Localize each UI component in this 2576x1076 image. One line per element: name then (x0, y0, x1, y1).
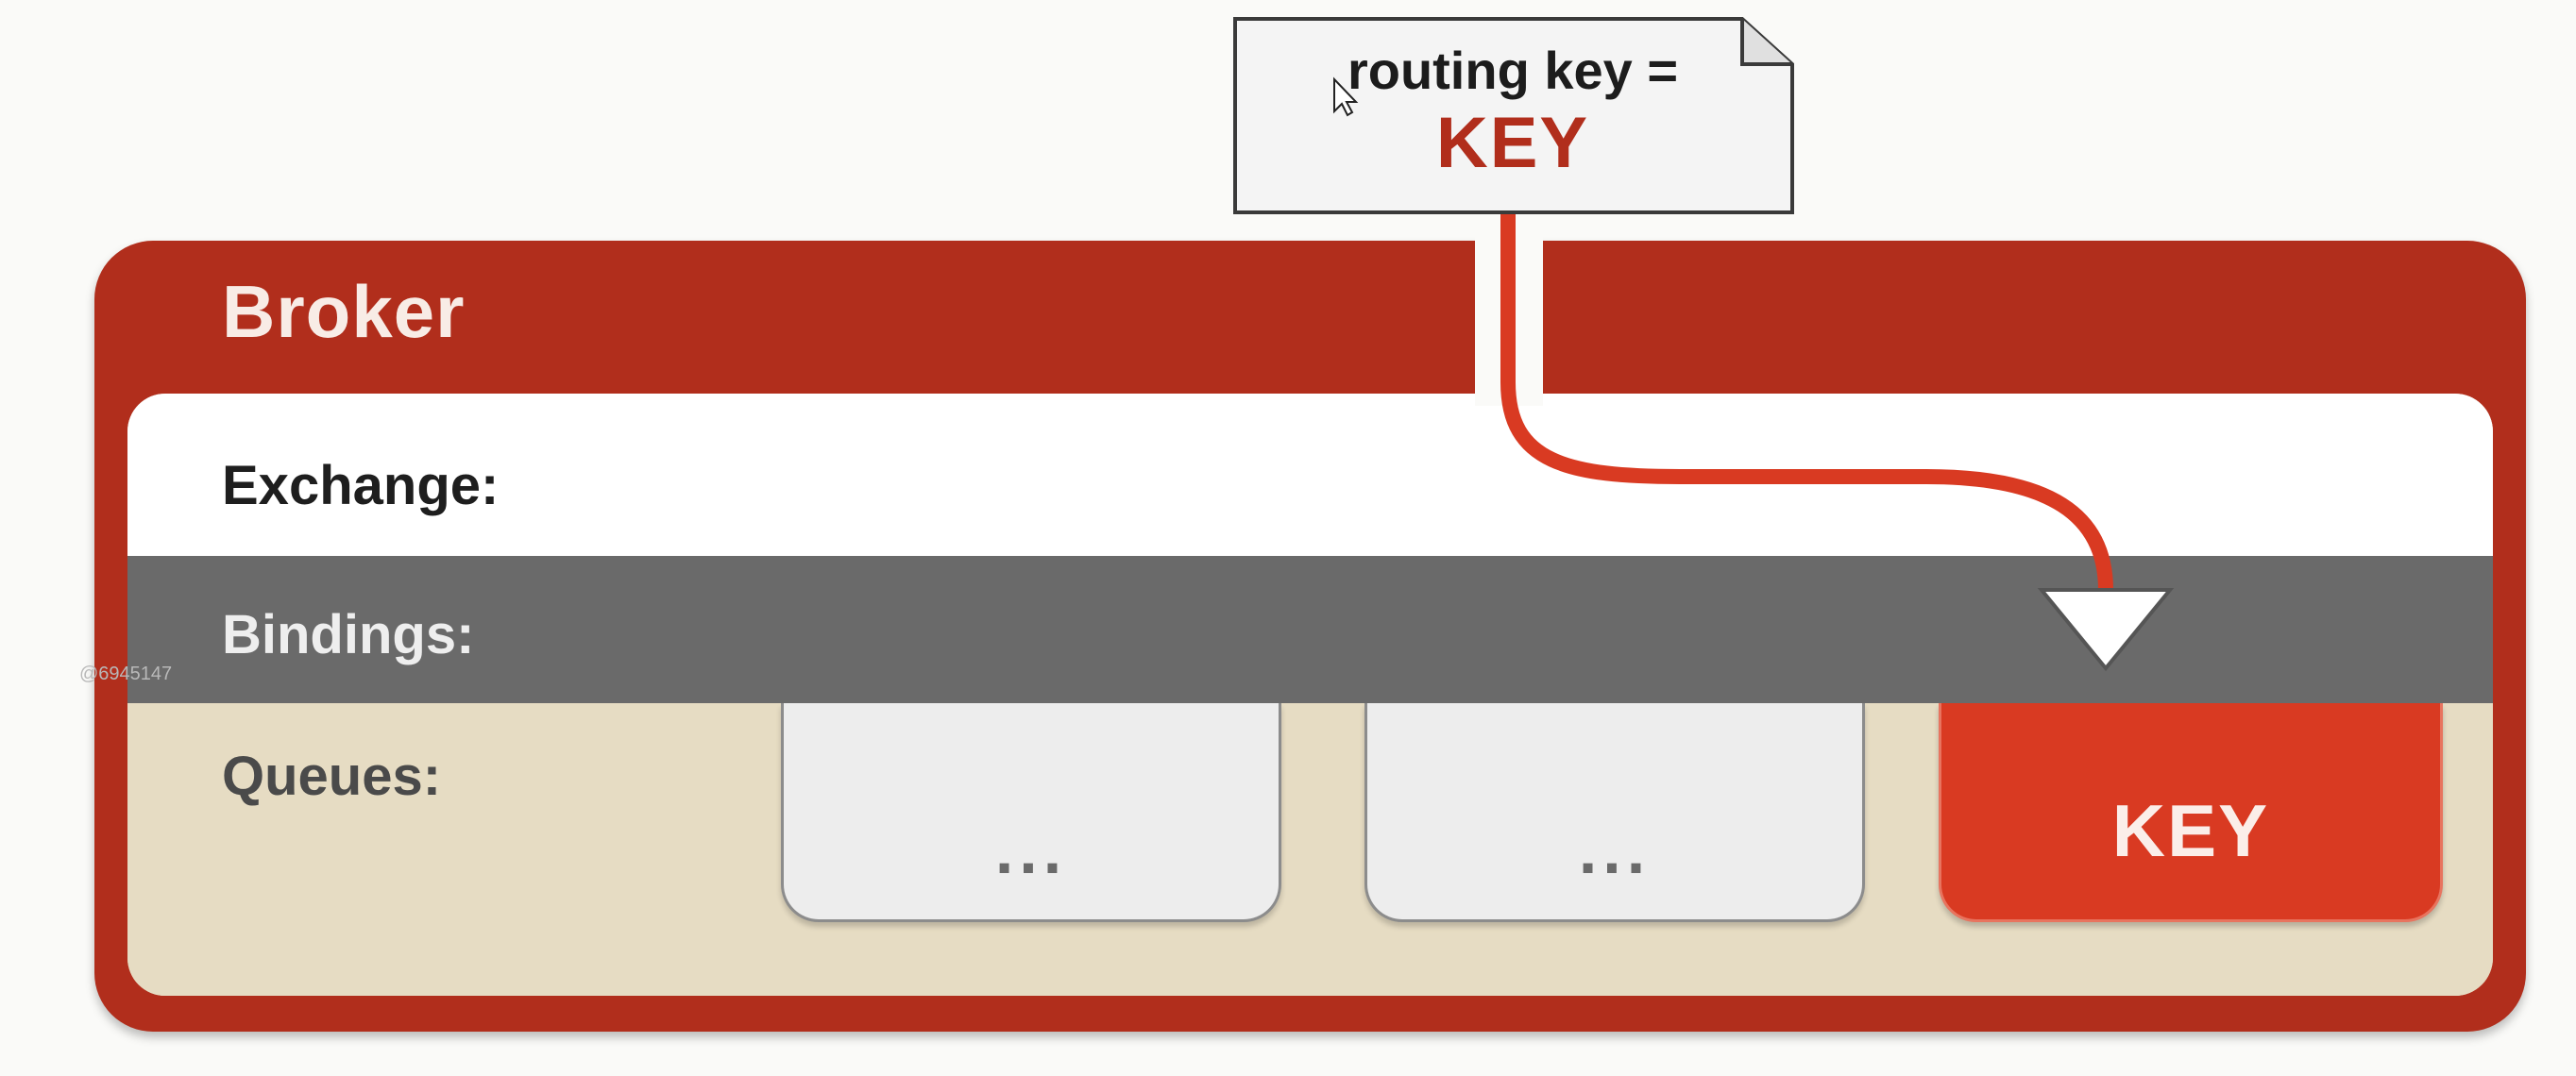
broker-title: Broker (222, 270, 466, 353)
queue-key-label: KEY (2111, 789, 2270, 872)
bindings-label: Bindings: (222, 604, 475, 665)
queue-2: ... (1364, 703, 1865, 922)
queue-1-label: ... (994, 814, 1068, 887)
message-note (1233, 17, 1794, 214)
exchange-row (127, 394, 2493, 556)
broker-inner-panel: Exchange: Bindings: Queues: ... ... KEY (127, 394, 2493, 996)
binding-arrow-icon (2037, 588, 2175, 672)
queue-2-label: ... (1578, 814, 1652, 887)
routing-path (1500, 181, 2113, 597)
watermark: @6945147 (79, 664, 173, 684)
queues-label: Queues: (222, 746, 442, 807)
note-key-text: KEY (1435, 103, 1590, 183)
note-routing-key-text: routing key = (1347, 41, 1679, 100)
exchange-label: Exchange: (222, 455, 500, 516)
mouse-cursor-icon (1333, 76, 1359, 117)
queue-key: KEY (1939, 703, 2443, 922)
broker-box: Broker Exchange: Bindings: Queues: ... .… (94, 241, 2526, 1032)
note-fold-icon (1740, 19, 1792, 66)
queue-1: ... (781, 703, 1281, 922)
